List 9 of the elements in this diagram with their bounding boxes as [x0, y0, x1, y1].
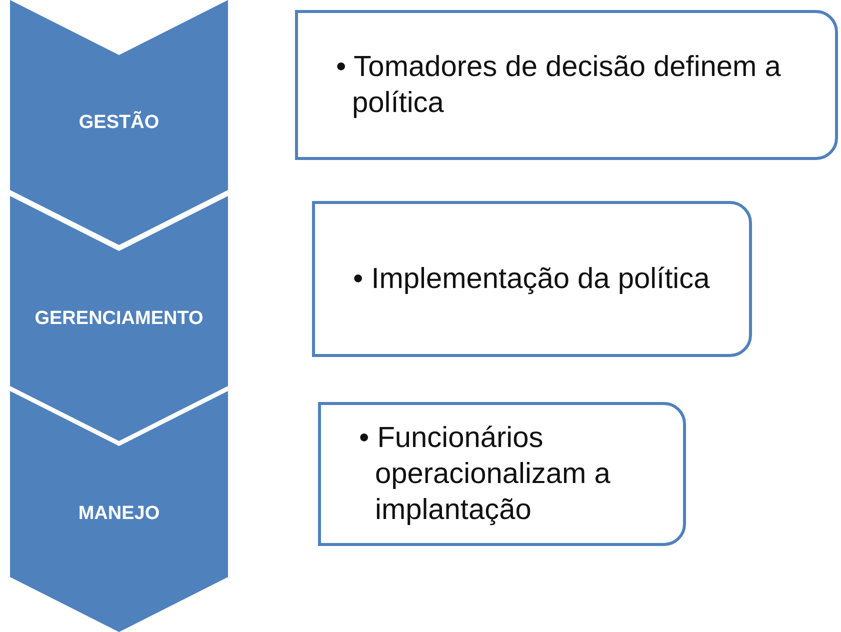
stage-label: GESTÃO [78, 112, 160, 134]
text-box [318, 402, 686, 546]
bullet-text: • Implementação da política [353, 262, 710, 297]
stage-label: MANEJO [77, 503, 161, 525]
stage-label: GERENCIAMENTO [34, 308, 204, 330]
text-box [295, 10, 838, 160]
bullet-text: • Funcionários operacionalizam a implantação [359, 420, 612, 528]
text-box [312, 201, 752, 357]
bullet-text: • Tomadores de decisão definem a política [336, 50, 782, 121]
